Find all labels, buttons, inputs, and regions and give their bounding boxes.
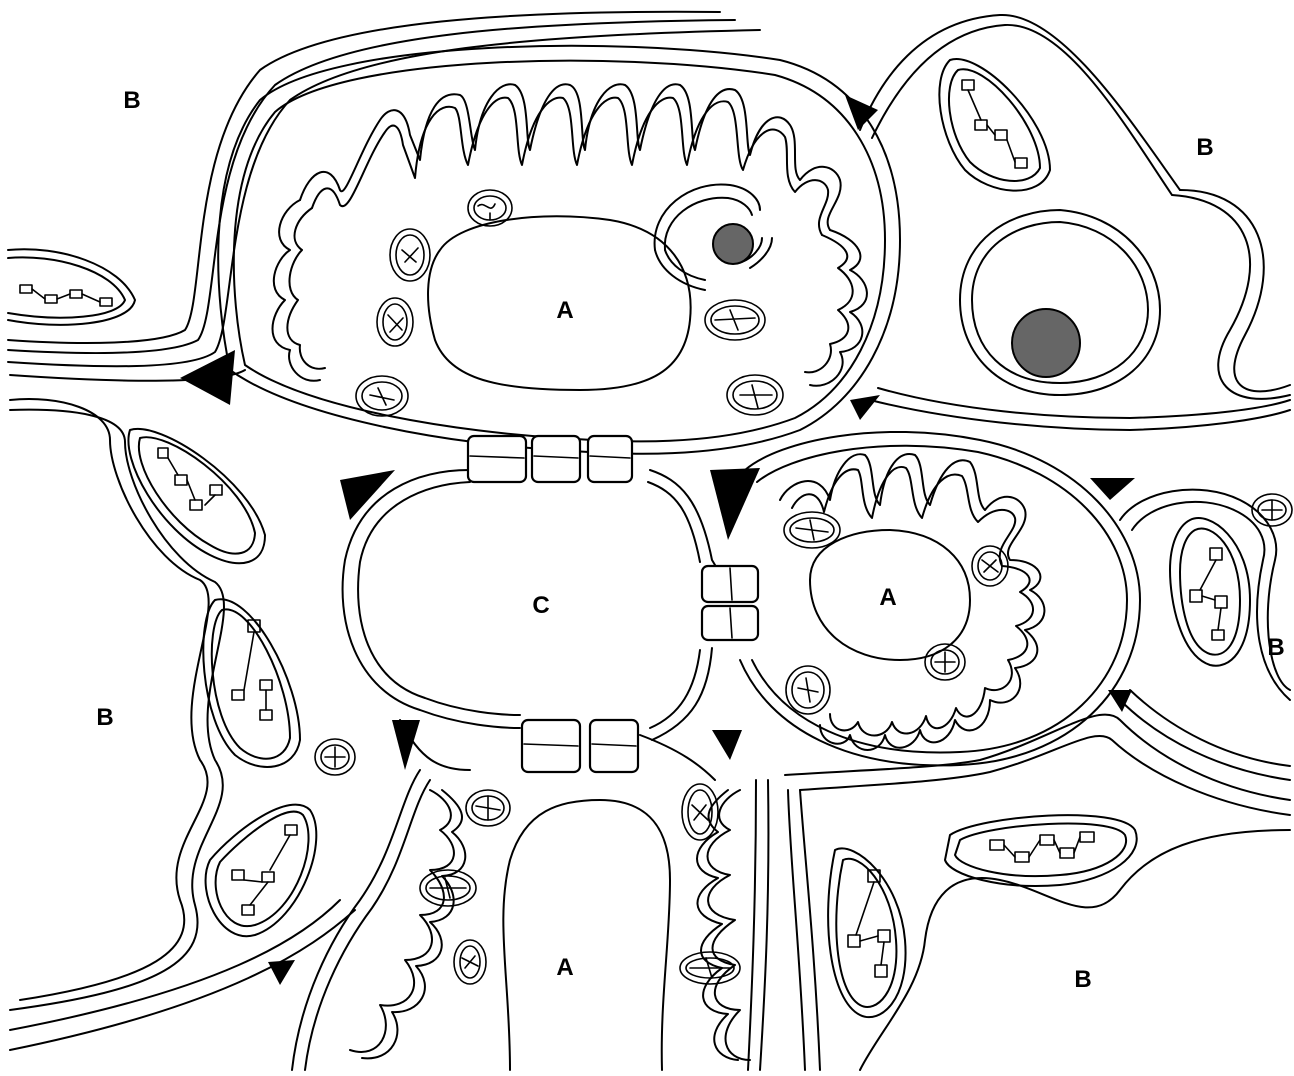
cell-b-right bbox=[1120, 490, 1292, 780]
nucleolus bbox=[713, 224, 753, 264]
label-a-right: A bbox=[879, 584, 896, 611]
cell-b-top-right bbox=[860, 15, 1290, 430]
cell-a-top bbox=[218, 46, 900, 454]
mitochondria bbox=[420, 784, 740, 984]
label-a-bottom: A bbox=[556, 954, 573, 981]
label-b-right: B bbox=[1267, 634, 1284, 661]
label-a-top: A bbox=[556, 297, 573, 324]
label-b-bottom-right: B bbox=[1074, 966, 1091, 993]
label-b-top-right: B bbox=[1196, 134, 1213, 161]
cell-b-bottom-right bbox=[785, 715, 1290, 1070]
cell-c-center bbox=[343, 436, 758, 780]
chloroplast bbox=[8, 249, 135, 325]
cell-a-right bbox=[740, 432, 1140, 765]
label-c-center: C bbox=[532, 592, 549, 619]
cell-b-left bbox=[10, 399, 355, 1050]
label-b-top-left: B bbox=[123, 87, 140, 114]
nucleus bbox=[503, 800, 670, 1070]
label-b-left: B bbox=[96, 704, 113, 731]
nucleolus bbox=[1012, 309, 1080, 377]
